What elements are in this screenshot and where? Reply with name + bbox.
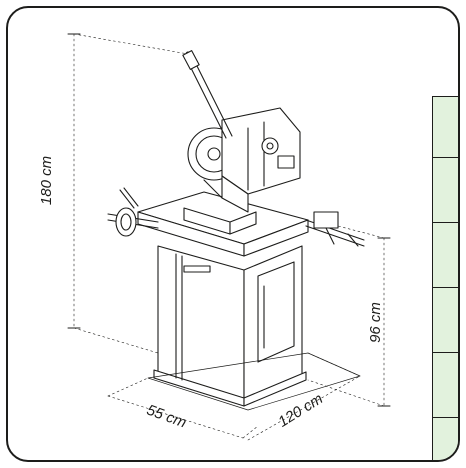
dimension-height-total: 180 cm: [38, 155, 56, 206]
spec-table-row: [432, 287, 458, 353]
spec-table-row: [432, 96, 458, 158]
handle: [182, 50, 233, 139]
work-table: [137, 191, 309, 257]
saw-head: [187, 107, 301, 213]
figure-frame: 180 cm 96 cm 55 cm 120 cm: [6, 6, 460, 462]
spec-table: [432, 96, 458, 460]
spec-table-cell: [432, 157, 458, 223]
spec-table-row: [432, 352, 458, 418]
spec-table-cell: [432, 352, 458, 418]
floor-footprint: [147, 352, 361, 411]
spec-table-row: [432, 157, 458, 223]
spec-table-cell: [432, 287, 458, 353]
spec-table-cell: [432, 417, 458, 460]
stand: [153, 245, 307, 407]
left-clamp: [107, 187, 159, 237]
dimension-lines: [73, 33, 385, 441]
spec-table-cell: [432, 222, 458, 288]
dimension-height-table: 96 cm: [366, 302, 384, 343]
spec-table-row: [432, 417, 458, 460]
spec-table-row: [432, 222, 458, 288]
machine-drawing: [67, 33, 391, 441]
right-support: [305, 211, 365, 247]
spec-table-cell: [432, 96, 458, 158]
